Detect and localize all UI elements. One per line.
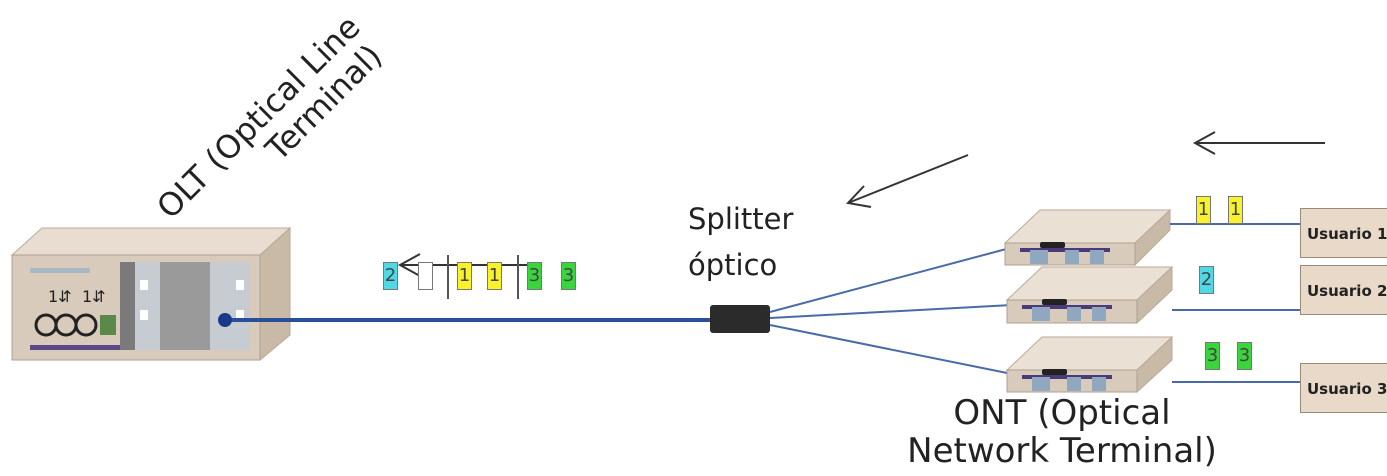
user-box-3: Usuario 3 — [1300, 363, 1387, 413]
splitter-device — [710, 305, 770, 333]
trunk-packet: 2 — [383, 262, 398, 290]
user1-packet: 1 — [1196, 196, 1211, 224]
ont-label: ONT (Optical Network Terminal) — [872, 394, 1252, 470]
ont-label-line2: Network Terminal) — [907, 431, 1217, 471]
trunk-packet: 3 — [561, 262, 576, 290]
user3-packet: 3 — [1205, 342, 1220, 370]
ont-device-1 — [1003, 208, 1172, 267]
splitter-label-line1: Splitter — [688, 202, 794, 236]
packet-separator — [517, 255, 519, 299]
splitter-label: Splitter óptico — [688, 196, 793, 288]
splitter-label-line2: óptico — [688, 248, 778, 282]
olt-device: 1⇵ 1⇵ — [10, 226, 292, 362]
olt-port — [218, 313, 232, 327]
svg-text:1⇵: 1⇵ — [48, 287, 72, 306]
user-box-1: Usuario 1 — [1300, 208, 1387, 258]
trunk-packet — [418, 262, 433, 290]
user2-packet: 2 — [1199, 266, 1214, 294]
ont-label-line1: ONT (Optical — [953, 393, 1171, 433]
user1-packet: 1 — [1228, 196, 1243, 224]
arrow-left-icon-3 — [1192, 131, 1325, 155]
branch-fibers — [769, 247, 1013, 375]
direction-arrows — [397, 131, 1325, 277]
user-box-2: Usuario 2 — [1300, 265, 1387, 315]
trunk-packet: 1 — [457, 262, 472, 290]
trunk-packet: 1 — [487, 262, 502, 290]
ont-device-3 — [1005, 335, 1174, 394]
ont-device-2 — [1005, 265, 1174, 325]
drop-lines — [1170, 223, 1300, 383]
packet-separator — [447, 255, 449, 299]
svg-text:1⇵: 1⇵ — [82, 287, 106, 306]
user3-packet: 3 — [1237, 342, 1252, 370]
trunk-packet: 3 — [527, 262, 542, 290]
arrow-left-icon-2 — [845, 154, 969, 208]
